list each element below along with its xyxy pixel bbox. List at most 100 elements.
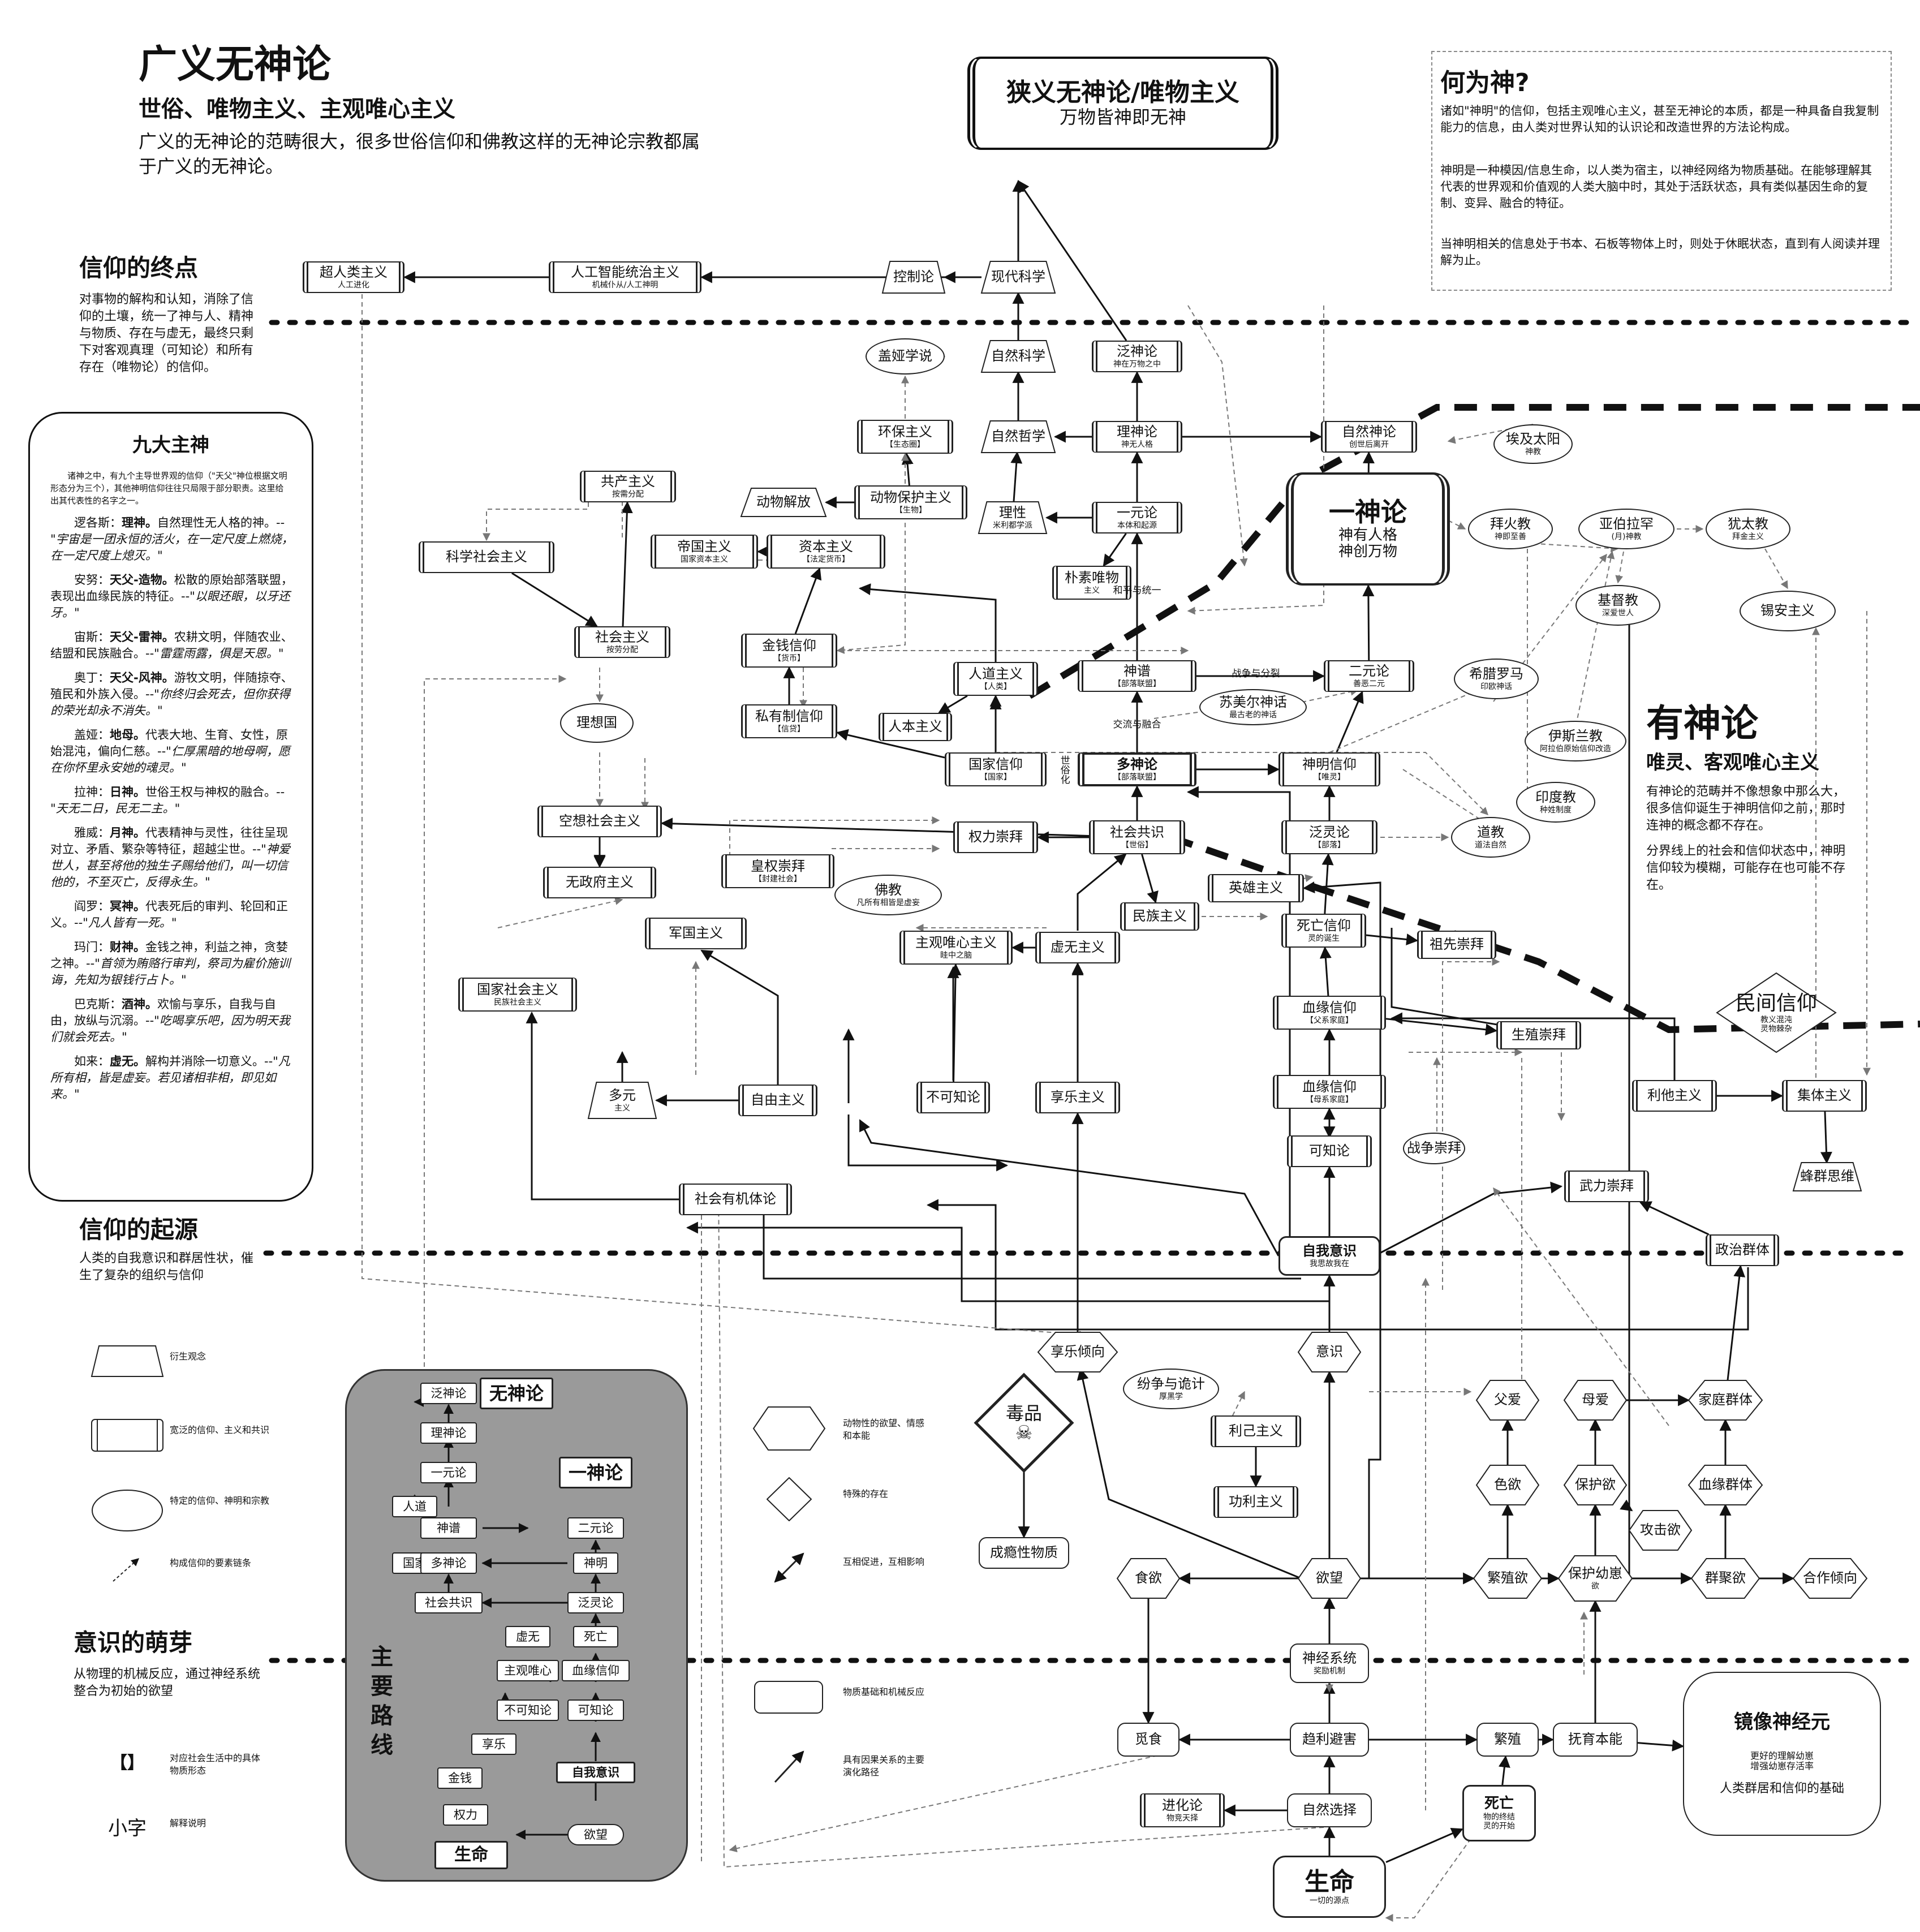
coop-shape xyxy=(1792,1558,1868,1599)
node-breed: 繁殖 xyxy=(1476,1723,1539,1757)
node-judaism: 犹太教拜金主义 xyxy=(1706,509,1790,549)
narrow-atheism-node: 狭义无神论/唯物主义 万物皆神即无神 xyxy=(967,57,1278,150)
node-label: 多神论 xyxy=(1117,756,1157,773)
node-empire: 帝国主义国家资本主义 xyxy=(651,535,758,569)
node-label: 苏美尔神话 xyxy=(1219,694,1287,711)
node-taoism: 道教道法自然 xyxy=(1451,817,1530,858)
node-label: 资本主义 xyxy=(799,539,853,555)
route-node: 多神论 xyxy=(420,1552,477,1574)
node-conscious: 意识 xyxy=(1297,1332,1362,1372)
node-label: 民族主义 xyxy=(1133,908,1187,924)
node-label: 无政府主义 xyxy=(566,874,634,890)
node-label: 父爱 xyxy=(1494,1392,1521,1408)
node-sublabel: 欲 xyxy=(1591,1581,1599,1591)
node-sublabel: 民族社会主义 xyxy=(494,997,541,1007)
route-node: 虚无 xyxy=(505,1626,550,1647)
god-name: 奥丁： xyxy=(74,671,110,685)
node-agnostic: 不可知论 xyxy=(916,1082,990,1113)
god-entry: 雅威：月神。代表精神与灵性，往往呈现对立、矛盾、繁杂等特征，超越尘世。--"神爱… xyxy=(50,825,295,890)
node-label: 朴素唯物 xyxy=(1065,570,1119,586)
page-subtitle: 世俗、唯物主义、主观唯心主义 xyxy=(139,96,455,122)
node-god-faith: 神明信仰【唯灵】 xyxy=(1278,752,1380,786)
legend-label: 解释说明 xyxy=(170,1818,206,1828)
node-self: 自我意识我思故我在 xyxy=(1278,1236,1380,1276)
node-attack: 攻击欲 xyxy=(1628,1510,1693,1551)
node-private: 私有制信仰【信贷】 xyxy=(741,704,837,738)
node-label: 繁殖欲 xyxy=(1487,1570,1528,1586)
node-folk: 民间信仰教义混沌 灵物棘杂 xyxy=(1716,972,1837,1053)
god-quote: "你终归会死去，但你获得的荣光却永不消失。" xyxy=(50,687,290,717)
node-desire: 欲望 xyxy=(1297,1558,1362,1599)
node-label: 群聚欲 xyxy=(1705,1570,1746,1586)
dashed-edge xyxy=(1764,548,1788,590)
node-mother-love: 母爱 xyxy=(1563,1380,1628,1421)
node-gnostic: 可知论 xyxy=(1287,1135,1372,1167)
node-label: 自然神论 xyxy=(1342,424,1396,440)
conscious-shape xyxy=(1297,1332,1362,1372)
node-sublabel: 【法定货币】 xyxy=(802,554,850,564)
node-sublabel: 【国家】 xyxy=(980,772,1011,782)
node-label: 人道主义 xyxy=(968,666,1023,682)
dashed-edge xyxy=(1615,551,1624,584)
node-label: 趋利避害 xyxy=(1302,1731,1357,1748)
node-label: 蜂群思维 xyxy=(1800,1168,1854,1185)
node-label: 血缘群体 xyxy=(1698,1477,1753,1493)
node-label: 科学社会主义 xyxy=(446,549,527,565)
node-label: 神经系统 xyxy=(1302,1650,1357,1667)
node-label: 攻击欲 xyxy=(1640,1522,1681,1538)
edge xyxy=(1077,1367,1302,1580)
node-label: 二元论 xyxy=(1349,663,1389,679)
node-label: 道教 xyxy=(1477,824,1504,841)
node-war-cult: 战争崇拜 xyxy=(1403,1133,1465,1164)
god-role: 天父-风神。 xyxy=(110,671,174,685)
node-label: 社会共识 xyxy=(1110,824,1164,841)
legend2-label: 特殊的存在 xyxy=(843,1488,889,1499)
god-quote: "凡人皆有一死。" xyxy=(83,916,177,930)
node-state: 国家信仰【国家】 xyxy=(945,752,1047,786)
god-entry: 宙斯：天父-雷神。农耕文明，伴随农业、结盟和民族融合。--"雷霆雨露，俱是天恩。… xyxy=(50,629,295,662)
theism-p1: 有神论的范畴并不像想象中那么大，很多信仰诞生于神明信仰之前，那时连神的概念都不存… xyxy=(1646,785,1846,833)
route-node: 不可知论 xyxy=(497,1699,559,1721)
edge xyxy=(526,1011,735,1200)
node-label: 自然选择 xyxy=(1302,1802,1357,1818)
node-war-split: 战争与分裂 xyxy=(1213,666,1298,683)
node-label: 理神论 xyxy=(1117,424,1157,440)
route-node: 二元论 xyxy=(567,1517,624,1539)
edge xyxy=(1368,1181,1563,1260)
legend2-hexagon-symbol xyxy=(752,1405,826,1452)
page-title: 广义无神论 xyxy=(139,42,332,87)
god-entry: 如来：虚无。解构并消除一切意义。--"凡所有相，皆是虚妄。若见诸相非相，即见如来… xyxy=(50,1053,295,1103)
edge xyxy=(1498,1755,1510,1785)
god-quote: "凡所有相，皆是虚妄。若见诸相非相，即见如来。" xyxy=(50,1055,290,1101)
node-greek: 希腊罗马印欧神话 xyxy=(1454,659,1539,699)
edge xyxy=(1336,691,1364,753)
god-name: 玛门： xyxy=(74,940,110,954)
god-text: 世俗王权与神权的融合。-- xyxy=(145,785,285,799)
nine-gods-panel: 九大主神 诸神之中，有九个主导世界观的信仰（"天父"神位根据文明形态分为三个），… xyxy=(28,412,313,1202)
node-sublabel: (月)神教 xyxy=(1611,532,1642,541)
node-label: 成瘾性物质 xyxy=(990,1544,1058,1561)
node-label: 人本主义 xyxy=(888,718,942,735)
folk-shape xyxy=(1716,972,1837,1053)
node-label: 民间信仰 xyxy=(1735,992,1817,1016)
node-lust: 色欲 xyxy=(1475,1465,1540,1505)
legend-label: 构成信仰的要素链条 xyxy=(170,1557,252,1568)
hive-shape xyxy=(1792,1162,1862,1191)
node-label: 主观唯心主义 xyxy=(915,935,997,951)
node-sublabel: 奖励机制 xyxy=(1314,1666,1345,1676)
node-label: 伊斯兰教 xyxy=(1548,728,1603,745)
node-label: 军国主义 xyxy=(669,925,723,941)
node-sublabel: 按需分配 xyxy=(612,489,644,499)
route-node: 理神论 xyxy=(420,1422,477,1444)
edge xyxy=(700,949,779,1100)
main-route-edges xyxy=(410,1388,601,1840)
node-sikh: 锡安主义 xyxy=(1740,591,1836,631)
node-sublabel: 机械仆从/人工神明 xyxy=(592,280,658,290)
node-label: 进化论 xyxy=(1162,1797,1203,1814)
edge xyxy=(511,572,598,627)
main-route-panel: 主要路线 泛神论无神论理神论一元论一神论人道神谱二元论国家多神论神明社会共 xyxy=(345,1369,688,1882)
node-liberal: 自由主义 xyxy=(738,1085,817,1116)
legend2-label: 具有因果关系的主要演化路径 xyxy=(843,1754,925,1778)
legend-ellipse-symbol xyxy=(91,1488,164,1531)
node-reason: 理性米利都学派 xyxy=(978,501,1048,534)
